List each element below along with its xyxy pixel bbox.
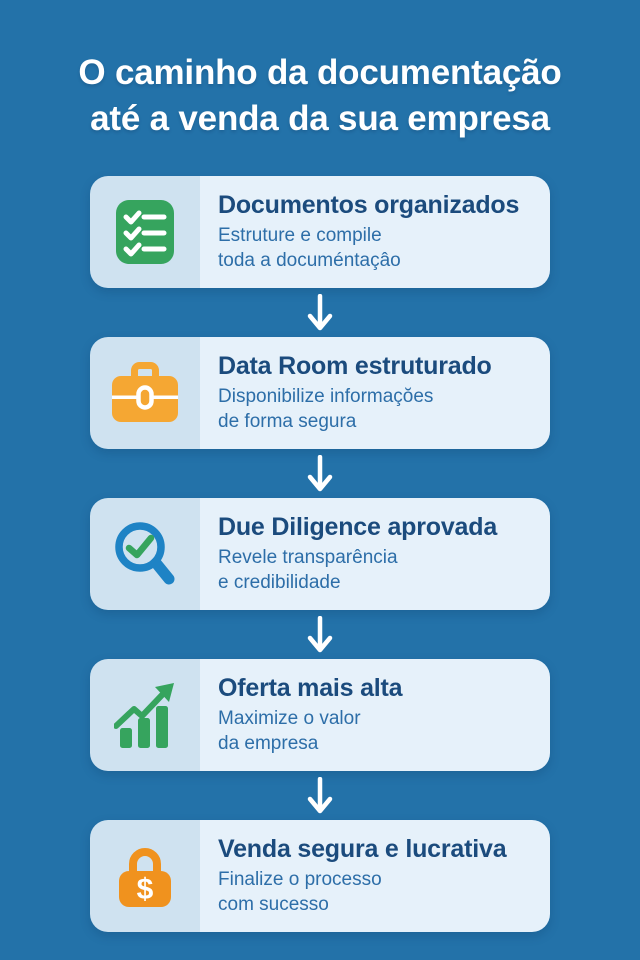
page-title-line1: O caminho da documentação [78, 53, 562, 92]
checklist-icon [116, 200, 174, 265]
step-1-subtitle: Estruture e compile toda a documéntaçâo [218, 225, 401, 271]
step-card-due-diligence: Due Diligence aprovada Revele transparên… [90, 498, 550, 611]
down-arrow-icon [307, 776, 333, 814]
down-arrow-icon [307, 615, 333, 653]
arrow-gap-4 [305, 771, 335, 820]
step-card-documentos-organizados: Documentos organizados Estruture e compi… [90, 176, 550, 289]
step-card-venda-segura: $ Venda segura e lucrativa Finalize o pr… [90, 820, 550, 933]
step-3-subtitle: Revele transparência e credibilidade [218, 547, 398, 593]
step-flow: Documentos organizados Estruture e compi… [0, 176, 640, 933]
step-2-subtitle: Disponibilize informaçŏes de forma segur… [218, 386, 434, 432]
step-5-title: Venda segura e lucrativa [218, 835, 507, 864]
step-2-title: Data Room estruturado [218, 352, 492, 381]
step-5-subtitle: Finalize o processo com sucesso [218, 869, 382, 915]
briefcase-icon [112, 362, 178, 423]
step-card-data-room: Data Room estruturado Disponibilize info… [90, 337, 550, 450]
step-4-text: Oferta mais alta Maximize o valor da emp… [200, 659, 550, 772]
step-1-text: Documentos organizados Estruture e compi… [200, 176, 550, 289]
step-2-text: Data Room estruturado Disponibilize info… [200, 337, 550, 450]
step-card-oferta-mais-alta: Oferta mais alta Maximize o valor da emp… [90, 659, 550, 772]
arrow-gap-2 [305, 449, 335, 498]
page-title: O caminho da documentação até a venda da … [20, 0, 620, 142]
arrow-gap-1 [305, 288, 335, 337]
step-5-icon-column: $ [90, 820, 200, 933]
step-5-text: Venda segura e lucrativa Finalize o proc… [200, 820, 550, 933]
step-3-icon-column [90, 498, 200, 611]
magnifier-check-icon [115, 522, 175, 585]
step-1-icon-column [90, 176, 200, 289]
step-4-icon-column [90, 659, 200, 772]
down-arrow-icon [307, 454, 333, 492]
step-2-icon-column [90, 337, 200, 450]
page-title-line2: até a venda da sua empresa [90, 99, 550, 139]
step-4-title: Oferta mais alta [218, 674, 403, 703]
lock-dollar-icon: $ [119, 848, 171, 908]
step-3-text: Due Diligence aprovada Revele transparên… [200, 498, 550, 611]
step-4-subtitle: Maximize o valor da empresa [218, 708, 361, 754]
bar-chart-arrow-icon [114, 683, 174, 749]
svg-text:$: $ [137, 873, 154, 906]
down-arrow-icon [307, 293, 333, 331]
arrow-gap-3 [305, 610, 335, 659]
step-1-title: Documentos organizados [218, 191, 520, 220]
step-3-title: Due Diligence aprovada [218, 513, 498, 542]
